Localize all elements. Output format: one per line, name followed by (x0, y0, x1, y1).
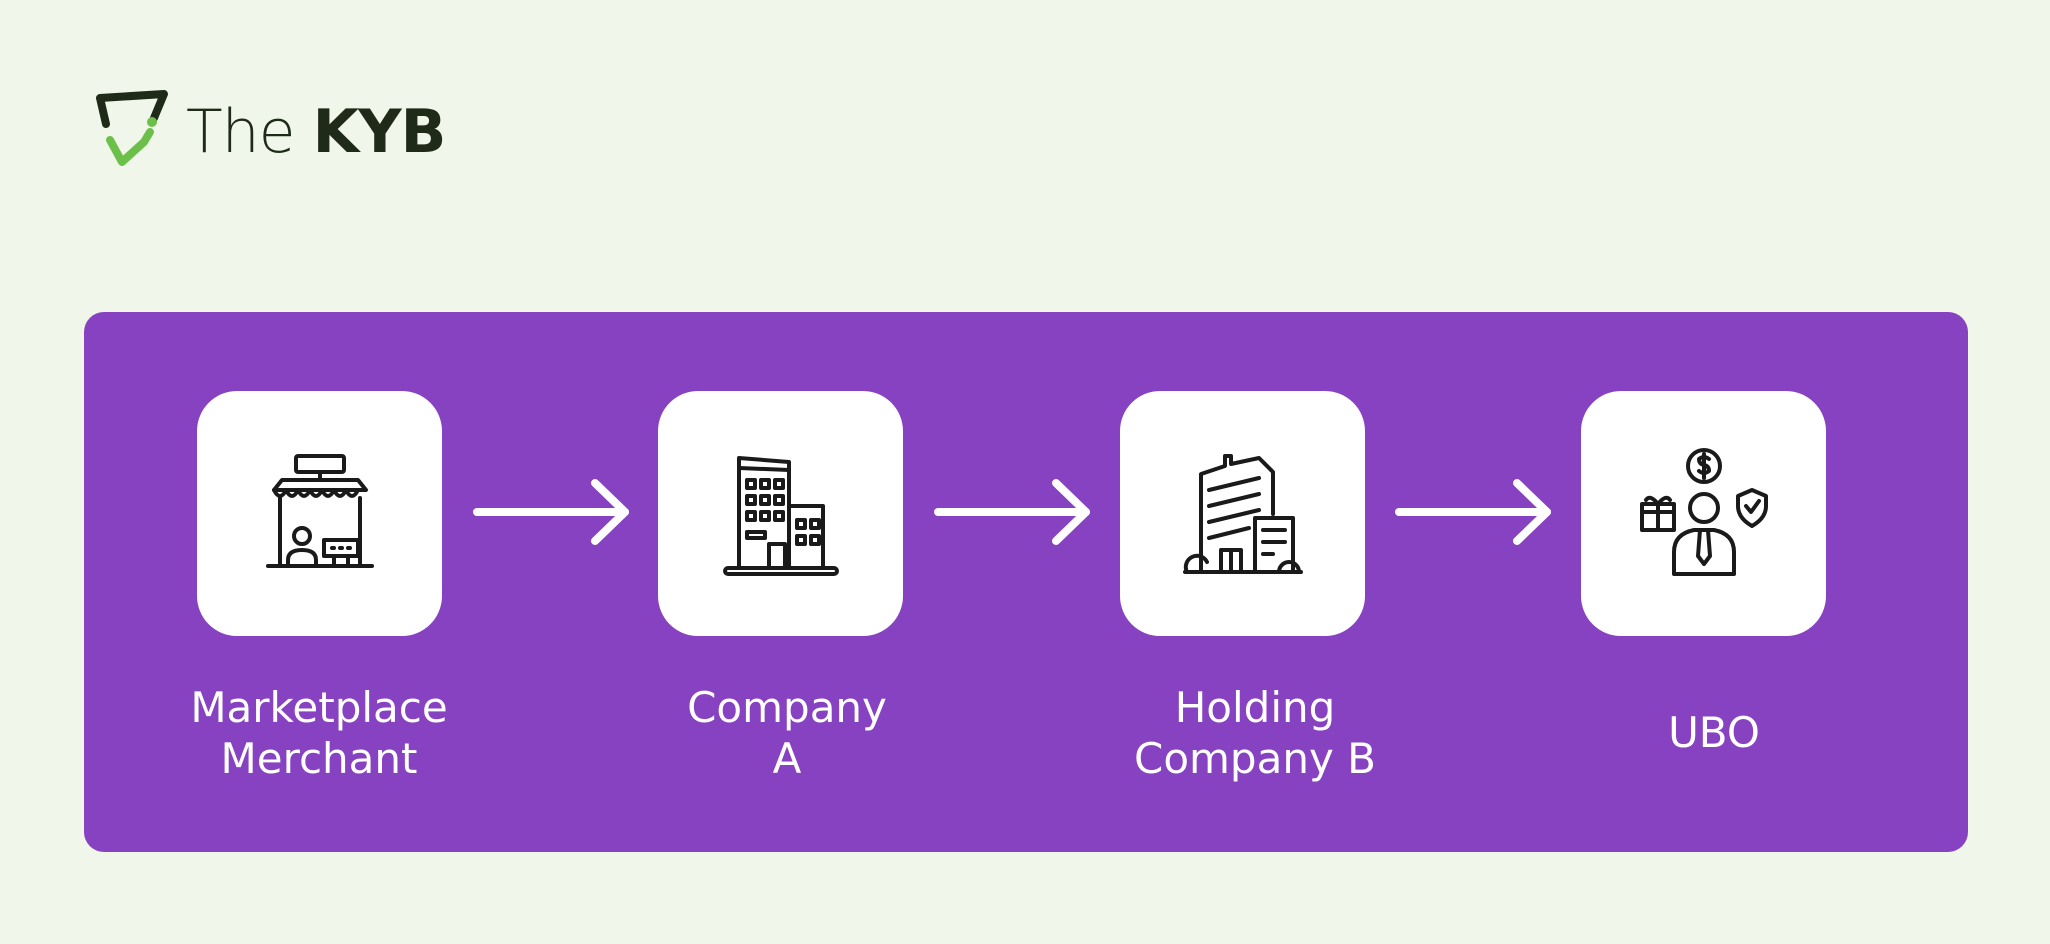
label-line: Merchant (220, 734, 418, 783)
node-card-holding-company-b (1120, 391, 1365, 636)
brand-name-light: The (186, 97, 296, 167)
brand-wordmark: The KYB (186, 102, 446, 162)
node-label-ubo: UBO (1554, 707, 1874, 758)
brand-name-bold: KYB (312, 97, 447, 167)
label-line: A (772, 734, 802, 783)
node-card-ubo (1581, 391, 1826, 636)
ownership-chain-diagram: Marketplace Merchant Company A Holding C… (84, 312, 1968, 852)
arrow-right-icon (473, 479, 629, 545)
label-line: UBO (1668, 708, 1760, 757)
node-card-company-a (658, 391, 903, 636)
office-building-icon (722, 455, 839, 576)
label-line: Company (687, 683, 887, 732)
label-line: Marketplace (190, 683, 448, 732)
node-label-company-a: Company A (627, 682, 947, 784)
beneficial-owner-icon (1639, 447, 1768, 576)
label-line: Company B (1134, 734, 1376, 783)
node-label-marketplace-merchant: Marketplace Merchant (159, 682, 479, 784)
shield-check-logo-icon (96, 90, 168, 166)
brand-logo: The KYB (92, 90, 446, 174)
arrow-right-icon (934, 479, 1090, 545)
node-card-marketplace-merchant (197, 391, 442, 636)
label-line: Holding (1174, 683, 1336, 732)
arrow-right-icon (1395, 479, 1551, 545)
storefront-icon (265, 453, 374, 568)
skyscraper-icon (1182, 453, 1303, 574)
node-label-holding-company-b: Holding Company B (1095, 682, 1415, 784)
